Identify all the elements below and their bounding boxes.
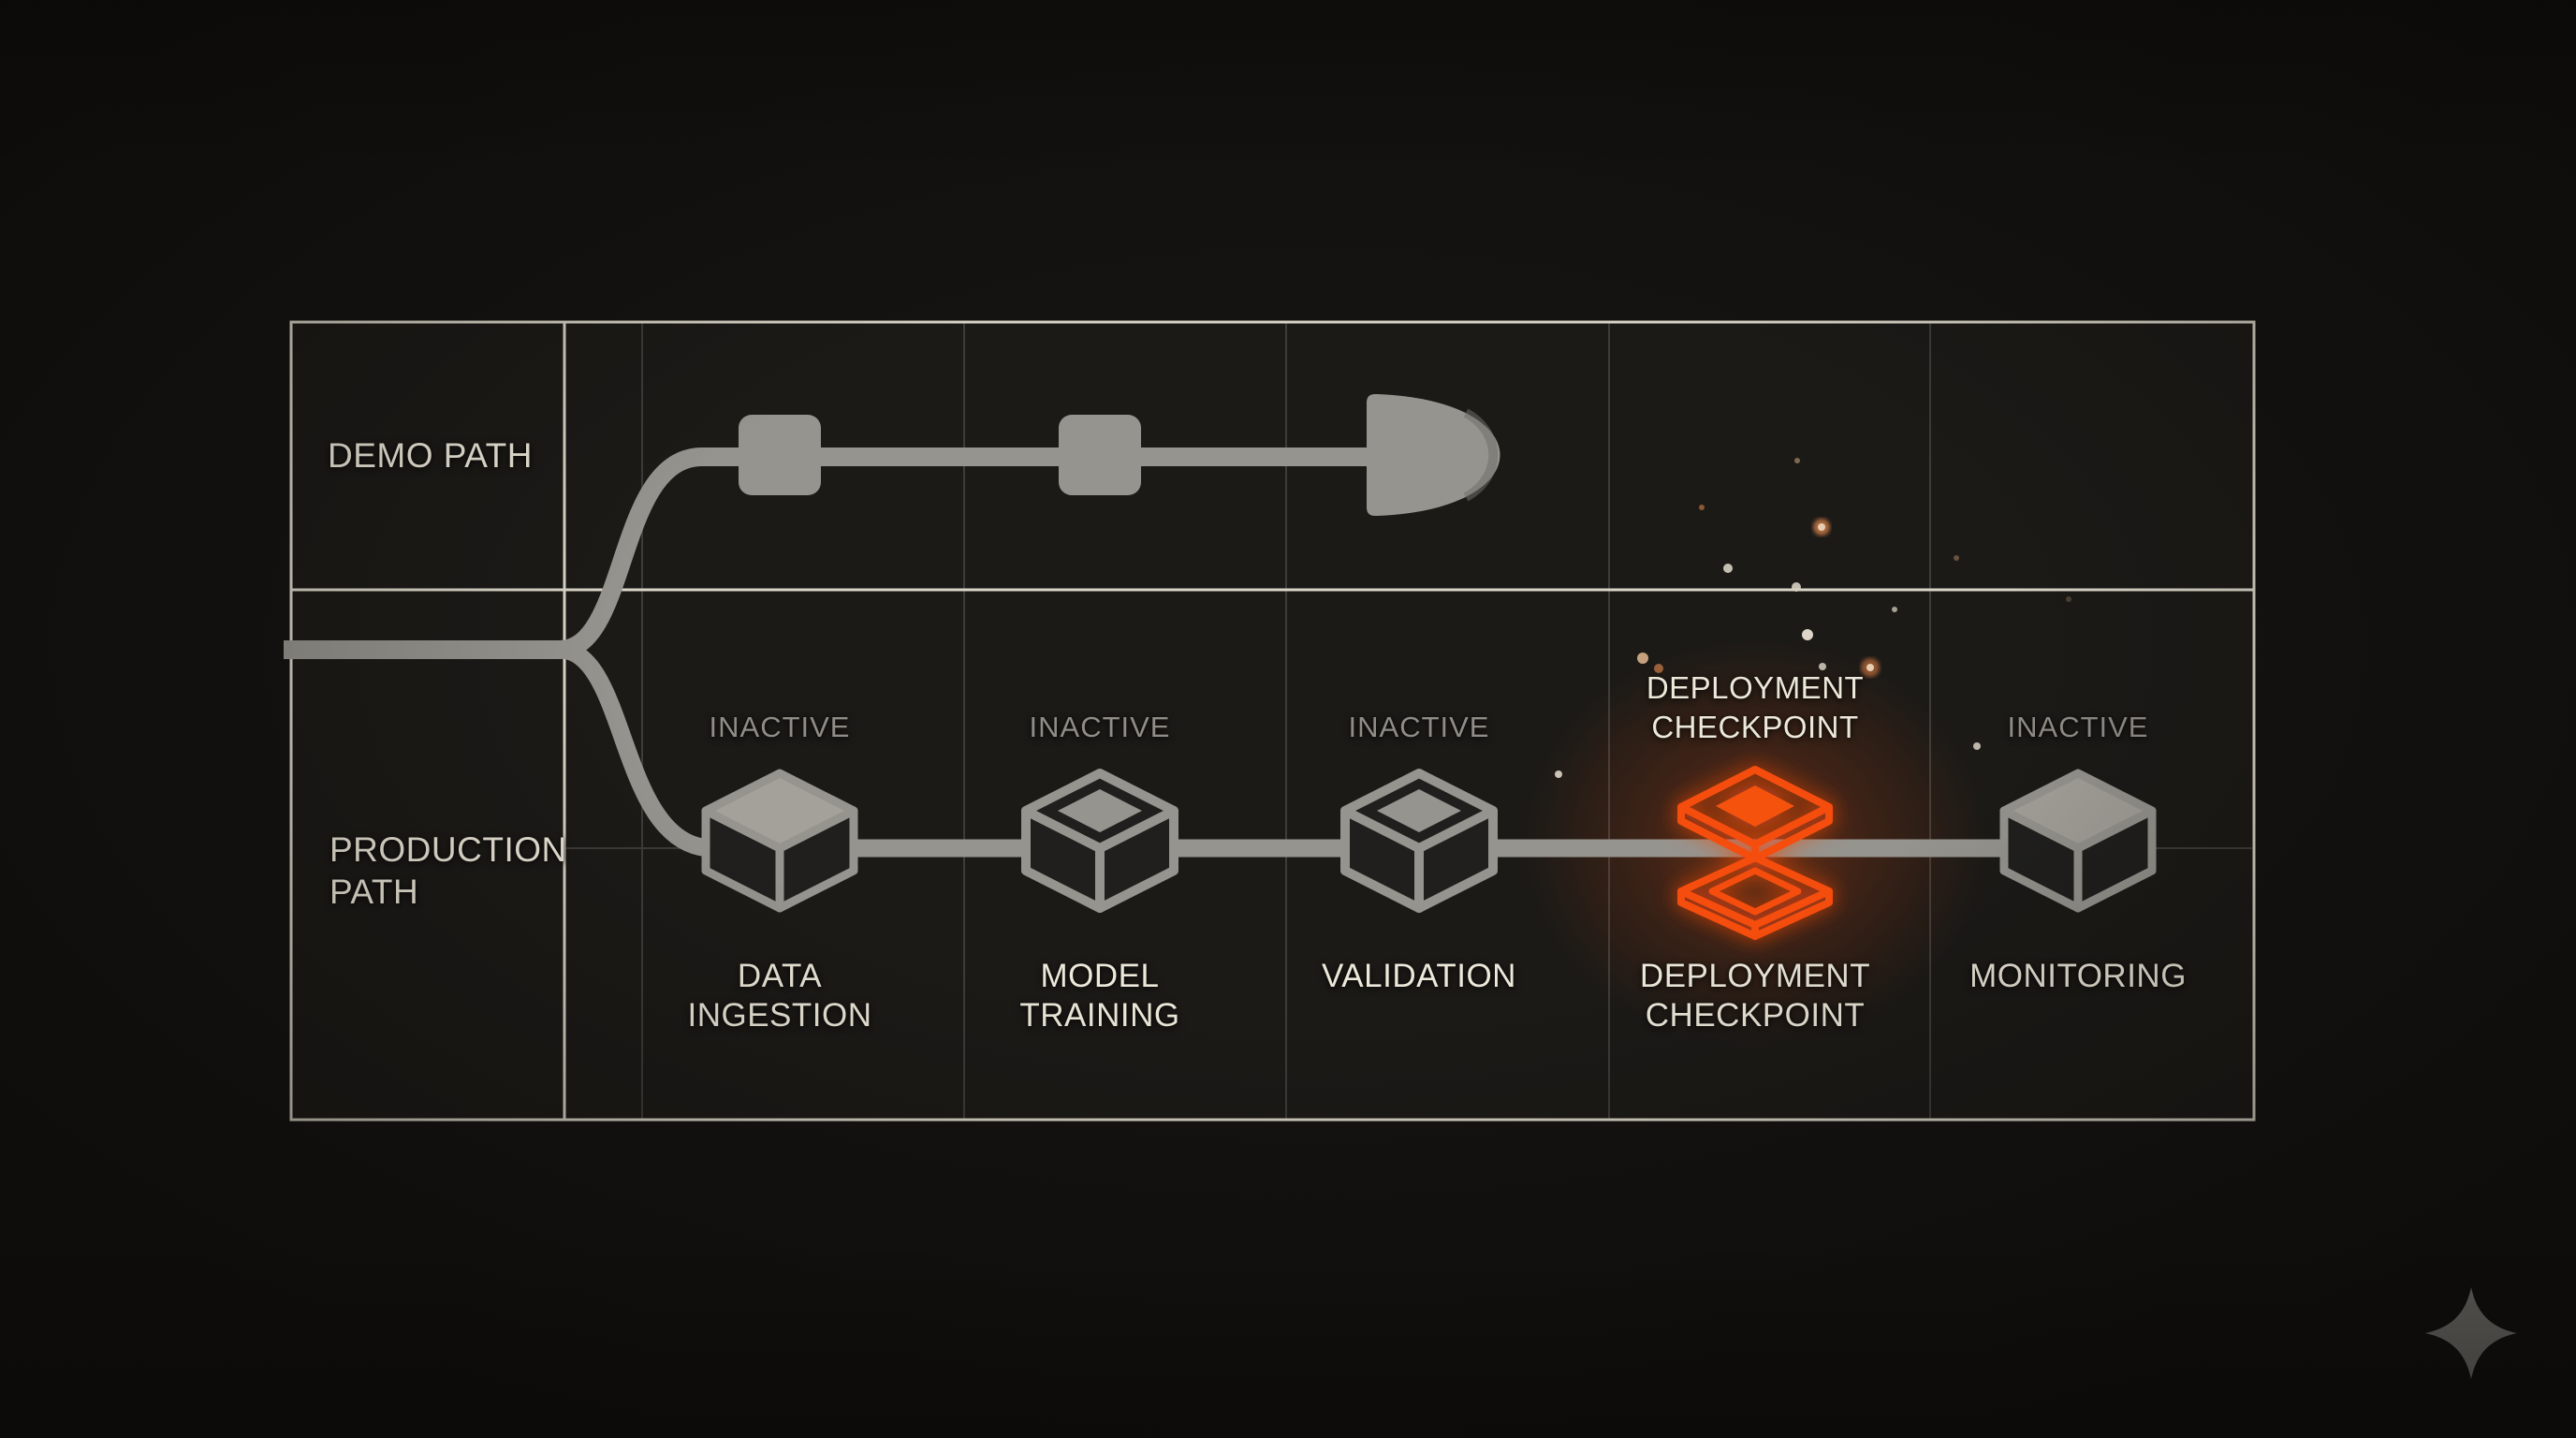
dome-terminator-icon: [1367, 394, 1500, 516]
dome-shading: [1463, 408, 1499, 502]
pipes: [284, 448, 2079, 858]
cube-outline-icon: [1021, 769, 1178, 913]
demo-path-nodes: [739, 394, 1500, 516]
cube-solid-icon: [1999, 769, 2157, 913]
cube-solid-icon: [701, 769, 858, 913]
checkpoint-glow-icon: [1677, 766, 1833, 940]
square-node-icon: [1059, 415, 1141, 495]
demo-pipe: [284, 448, 1374, 659]
cube-outline-icon: [1340, 769, 1498, 913]
production-pipe: [284, 640, 2079, 858]
particle-sparks: [1555, 458, 2071, 778]
square-node-icon: [739, 415, 821, 495]
table-border: [289, 320, 2256, 1122]
sparkle-logo-icon: [2425, 1287, 2517, 1379]
table-panel: [291, 322, 2254, 1120]
